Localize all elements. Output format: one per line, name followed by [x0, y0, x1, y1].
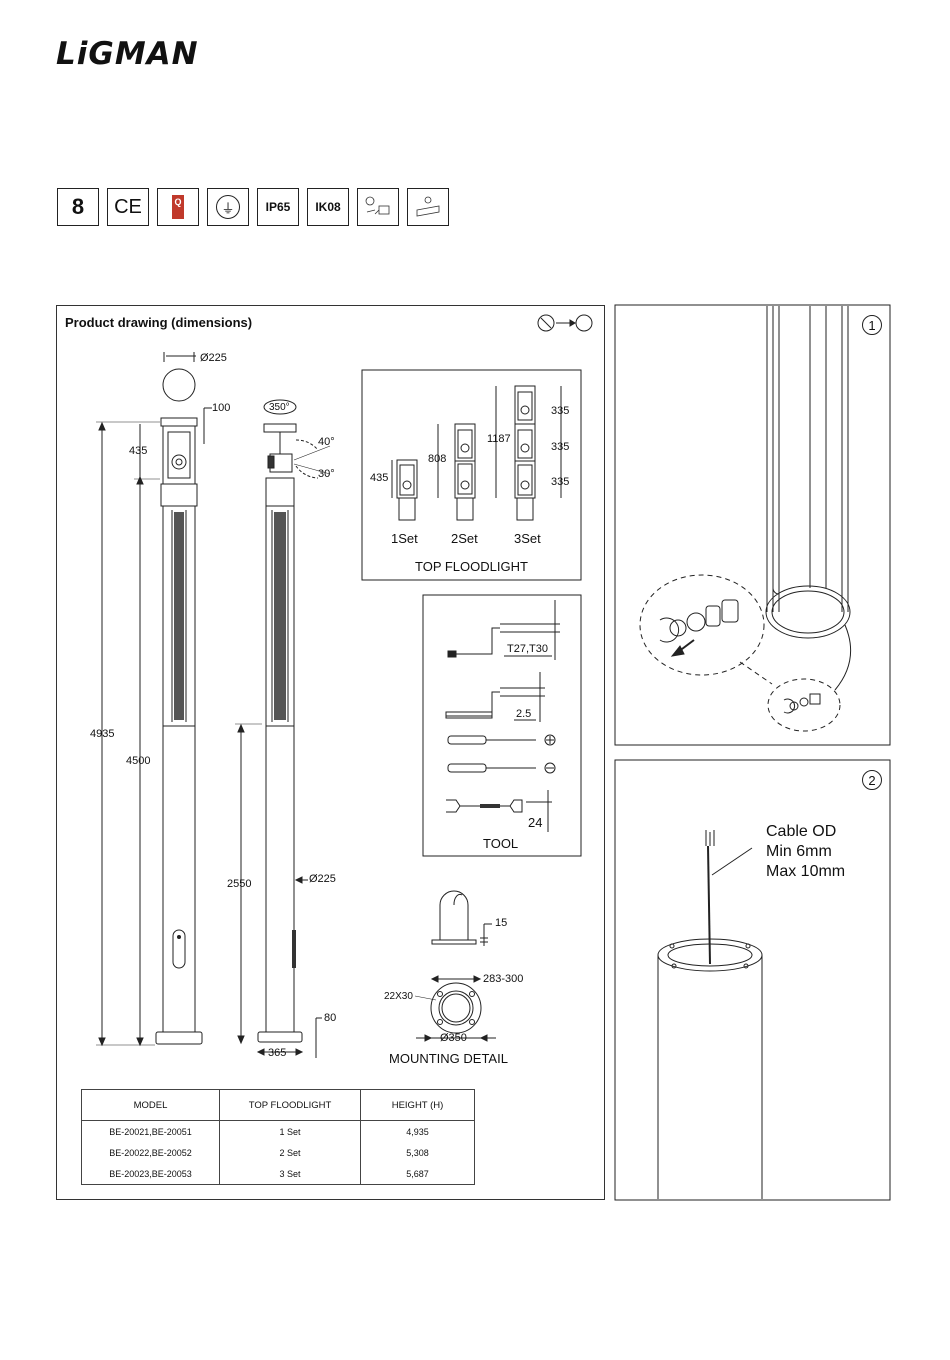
table-header-floodlight: TOP FLOODLIGHT	[219, 1089, 361, 1121]
door-height-label: 2550	[227, 878, 252, 890]
plate-diameter-label: Ø350	[440, 1032, 467, 1044]
table-cell-model: BE-20021,BE-20051	[81, 1120, 220, 1142]
model-spec-table: MODEL TOP FLOODLIGHT HEIGHT (H) BE-20021…	[81, 1089, 475, 1185]
rotation-indicator	[263, 399, 297, 415]
unit-height-a: 335	[551, 405, 570, 417]
ip65-rating-badge: IP65	[257, 188, 299, 226]
pole-diameter-label: Ø225	[309, 873, 336, 885]
brand-logo: LiGMAN	[56, 36, 199, 72]
ik08-rating-badge: IK08	[307, 188, 349, 226]
cable-max-line: Max 10mm	[766, 863, 846, 880]
table-cell-model: BE-20023,BE-20053	[81, 1163, 220, 1185]
table-row: BE-20021,BE-20051 1 Set 4,935	[81, 1120, 475, 1142]
cable-od-line: Cable OD	[766, 823, 837, 840]
side-base	[257, 1031, 303, 1043]
cable-min-line: Min 6mm	[766, 843, 832, 860]
table-cell-height: 5,687	[360, 1163, 475, 1185]
table-cell-sets: 1 Set	[219, 1120, 361, 1142]
front-service-door	[172, 929, 186, 969]
set-label-1: 1Set	[391, 531, 418, 546]
tool-box-title: TOOL	[483, 836, 519, 851]
wrench-size-label: 24	[528, 815, 543, 830]
table-cell-sets: 2 Set	[219, 1142, 361, 1163]
table-row: BE-20023,BE-20053 3 Set 5,687	[81, 1163, 475, 1185]
tool-required-icon	[537, 314, 555, 332]
table-cell-height: 4,935	[360, 1120, 475, 1142]
hex-size-label: 2.5	[516, 708, 532, 720]
slot-size-label: 22X30	[384, 991, 413, 1002]
table-cell-sets: 3 Set	[219, 1163, 361, 1185]
step-2-number: 2	[862, 770, 882, 790]
mounting-detail-title: MOUNTING DETAIL	[389, 1051, 508, 1066]
base-height-label: 80	[324, 1012, 337, 1024]
installation-icon	[357, 188, 399, 226]
certification-icon-1: 8	[57, 188, 99, 226]
step-1-panel	[614, 304, 891, 746]
base-width-label: 365	[268, 1047, 287, 1059]
pole-base-opening	[765, 585, 851, 639]
tilt-down-label: 30°	[318, 468, 335, 480]
front-lower-body	[162, 725, 196, 1033]
two-set-height: 808	[428, 453, 447, 465]
floodlight-box-title: TOP FLOODLIGHT	[415, 559, 528, 574]
front-collar	[160, 483, 198, 507]
floodlight-box	[361, 369, 582, 581]
table-row: BE-20022,BE-20052 2 Set 5,308	[81, 1142, 475, 1163]
rotation-label: 350°	[269, 402, 290, 413]
side-collar	[265, 477, 295, 507]
anchor-sleeve	[439, 890, 469, 941]
step-2-panel	[614, 759, 891, 1201]
cap-height-label: 100	[212, 402, 231, 414]
tool-box	[422, 594, 582, 857]
unit-height-c: 335	[551, 476, 570, 488]
front-base	[155, 1031, 203, 1045]
side-cap	[263, 423, 297, 433]
front-cap	[160, 417, 198, 427]
install-icon	[575, 314, 593, 332]
side-lower-body	[265, 725, 295, 1033]
product-drawing-panel: Product drawing (dimensions)	[56, 305, 605, 1200]
plate-thickness-label: 15	[495, 917, 508, 929]
table-cell-model: BE-20022,BE-20052	[81, 1142, 220, 1163]
ce-mark-icon: CE	[107, 188, 149, 226]
panel-title: Product drawing (dimensions)	[65, 315, 253, 330]
mounting-icon	[407, 188, 449, 226]
tilt-up-label: 40°	[318, 436, 335, 448]
connector-detail-zoom	[639, 574, 765, 676]
body-height-label: 4500	[126, 755, 151, 767]
three-set-height: 1187	[487, 433, 511, 445]
ground-symbol-icon: ⏚	[207, 188, 249, 226]
bolt-spacing-label: 283-300	[483, 973, 524, 985]
head-height-label: 435	[129, 445, 148, 457]
top-diameter-label: Ø225	[200, 352, 227, 364]
total-height-label: 4935	[90, 728, 115, 740]
table-cell-height: 5,308	[360, 1142, 475, 1163]
torx-size-label: T27,T30	[507, 643, 548, 655]
mounting-plate	[430, 982, 482, 1034]
unit-height-b: 335	[551, 441, 570, 453]
step-1-number: 1	[862, 315, 882, 335]
set-label-3: 3Set	[514, 531, 541, 546]
table-header-model: MODEL	[81, 1089, 220, 1121]
set-label-2: 2Set	[451, 531, 478, 546]
one-set-height: 435	[370, 472, 389, 484]
top-view-circle	[162, 368, 196, 402]
table-header-height: HEIGHT (H)	[360, 1089, 475, 1121]
cable-spec-text: Cable OD Min 6mm Max 10mm	[766, 822, 845, 882]
quality-mark-icon: Q	[157, 188, 199, 226]
